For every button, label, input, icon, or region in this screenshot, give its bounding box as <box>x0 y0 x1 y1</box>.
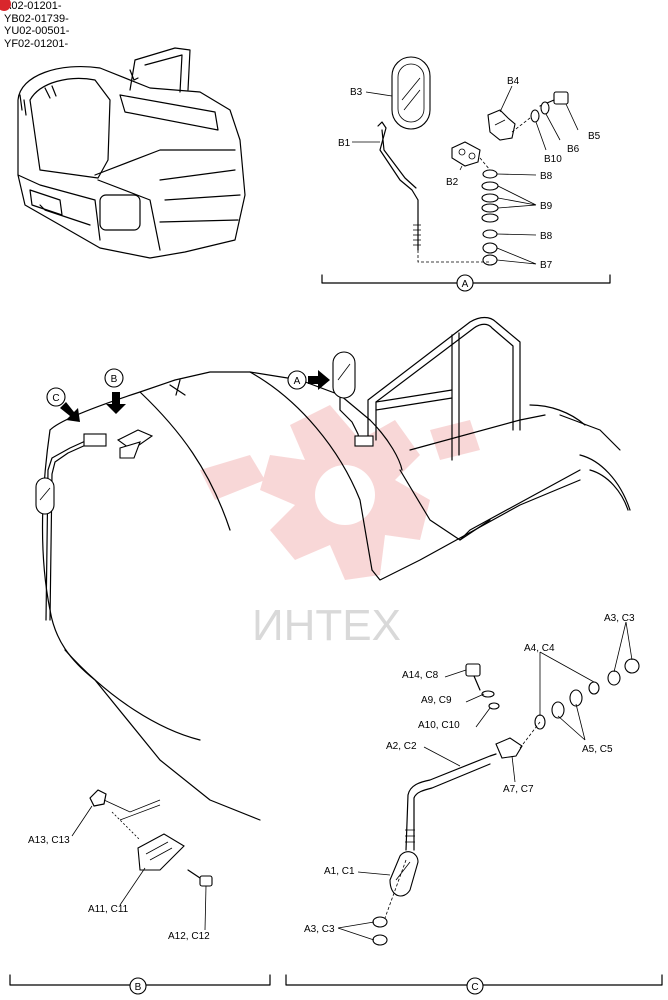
marker-b-label: B <box>111 374 118 385</box>
serial-number-list: A02-01201- YB02-01739- YU02-00501- YF02-… <box>4 0 69 50</box>
label-b5: B5 <box>588 131 601 142</box>
detail-c-circle <box>466 977 484 995</box>
washer-b6 <box>540 101 550 115</box>
mirror-b3 <box>391 56 431 130</box>
serial-number: YF02-01201- <box>4 37 69 50</box>
arrow-b-icon <box>106 392 126 414</box>
label-b2: B2 <box>446 177 459 188</box>
label-b7: B7 <box>540 260 553 271</box>
mirror-arm-a2 <box>405 753 497 851</box>
detail-b-circle <box>129 977 147 995</box>
cab-mirror-right <box>332 351 374 447</box>
marker-b-circle <box>104 368 124 388</box>
detail-a-circle <box>456 274 474 292</box>
washer-stack <box>481 169 499 266</box>
label-a9-c9: A9, C9 <box>421 695 452 706</box>
washer-a5-2 <box>569 689 583 707</box>
detail-b: A13, C13 A11, C11 A12, C12 B <box>9 789 271 995</box>
washer-b10 <box>530 109 540 123</box>
label-a13-c13: A13, C13 <box>28 835 70 846</box>
nut-a3-top-1 <box>607 670 621 686</box>
mirror-arm-b1 <box>377 121 419 251</box>
washer-a9 <box>481 690 495 698</box>
arrow-c-icon <box>60 402 80 422</box>
cab-mirror-left <box>35 433 107 621</box>
main-view: A B C <box>35 316 631 821</box>
label-a14-c8: A14, C8 <box>402 670 439 681</box>
nut-a3-top-2 <box>624 658 640 674</box>
marker-c-label: C <box>52 393 59 404</box>
watermark-gear-icon <box>200 405 480 580</box>
label-b10: B10 <box>544 154 562 165</box>
detail-c: A14, C8 A9, C9 A10, C10 A2, C2 A4, C4 A3… <box>285 613 663 995</box>
label-a5-c5: A5, C5 <box>582 744 613 755</box>
label-a12-c12: A12, C12 <box>168 931 210 942</box>
bracket-b4 <box>487 109 516 141</box>
label-b8-top: B8 <box>540 171 553 182</box>
corner-marker-icon <box>0 0 11 11</box>
cover-a11 <box>137 833 185 871</box>
serial-number: A02-01201- <box>4 0 62 12</box>
label-a10-c10: A10, C10 <box>418 720 460 731</box>
label-a3-c3-top: A3, C3 <box>604 613 635 624</box>
detail-a: A B3 B1 B4 B2 B5 B6 B10 B8 B9 B8 B7 <box>321 56 611 292</box>
label-b9: B9 <box>540 201 553 212</box>
washer-a5-1 <box>551 701 565 719</box>
watermark-text: ИНТЕХ <box>252 601 401 650</box>
marker-c-circle <box>46 387 66 407</box>
marker-a-label: A <box>294 376 301 387</box>
washer-a10 <box>488 702 500 710</box>
label-b6: B6 <box>567 144 580 155</box>
detail-c-circle-label: C <box>471 982 478 993</box>
label-a4-c4: A4, C4 <box>524 643 555 654</box>
serial-number: YB02-01739- <box>4 12 69 25</box>
arrow-a-icon <box>308 370 330 390</box>
clamp-a7 <box>495 737 523 759</box>
label-b1: B1 <box>338 138 351 149</box>
label-a2-c2: A2, C2 <box>386 741 417 752</box>
serial-number: YU02-00501- <box>4 25 70 37</box>
clip-a13 <box>89 789 107 807</box>
label-b8-bottom: B8 <box>540 231 553 242</box>
label-b3: B3 <box>350 87 363 98</box>
clamp-b2 <box>451 141 481 167</box>
bolt-a14 <box>465 663 481 691</box>
nut-a3-bottom-2 <box>372 934 388 946</box>
label-a7-c7: A7, C7 <box>503 784 534 795</box>
nut-a3-bottom-1 <box>372 916 388 928</box>
marker-a-circle <box>287 370 307 390</box>
label-a3-c3-bottom: A3, C3 <box>304 924 335 935</box>
detail-b-circle-label: B <box>135 982 142 993</box>
detail-a-circle-label: A <box>462 279 469 290</box>
label-a1-c1: A1, C1 <box>324 866 355 877</box>
mirror-a1 <box>389 851 419 897</box>
overview-machine <box>17 47 246 259</box>
bolt-a12 <box>187 869 213 887</box>
label-b4: B4 <box>507 76 520 87</box>
label-a11-c11: A11, C11 <box>88 904 129 915</box>
